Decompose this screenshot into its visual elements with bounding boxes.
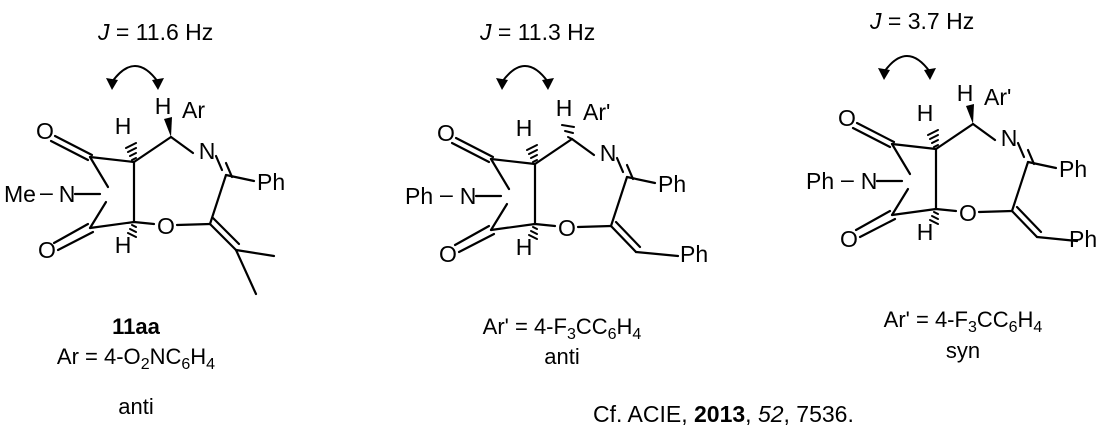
- coupling-constant-2: J = 11.3 Hz: [479, 19, 595, 45]
- stereo-label-2: anti: [544, 344, 579, 369]
- atom-o-2c: O: [558, 215, 576, 241]
- amidine-sub-1: Ph: [257, 169, 285, 195]
- structure-3-bonds: [851, 121, 1079, 243]
- atom-h-2b: H: [516, 234, 533, 260]
- atom-o-3c: O: [959, 200, 977, 226]
- atom-o-1a: O: [36, 118, 54, 144]
- arrowhead-2b: [542, 78, 554, 90]
- hash-bond-2b: [526, 144, 538, 163]
- atom-n-1b: N: [199, 138, 216, 164]
- coupling-constant-1: J = 11.6 Hz: [97, 19, 213, 45]
- arrowhead-3b: [924, 68, 936, 80]
- bond-dash-3: –: [841, 166, 854, 192]
- ar-label-2: Ar': [583, 99, 610, 125]
- descriptor-3: Ar' = 4-F3CC6H4: [884, 307, 1043, 336]
- atom-o-2b: O: [439, 241, 457, 267]
- atom-n-2a: N: [460, 183, 477, 209]
- atom-o-1c: O: [157, 213, 175, 239]
- stereo-label-3: syn: [946, 338, 980, 363]
- arrowhead-1a: [106, 78, 118, 90]
- wedge-bond-1: [164, 117, 172, 137]
- wedge-bond-3: [966, 104, 974, 124]
- alkylidene-sub-3: Ph: [1069, 226, 1097, 252]
- amidine-sub-3: Ph: [1059, 156, 1087, 182]
- compound-2: J = 11.3 Hz: [405, 19, 708, 369]
- compound-11aa: J = 11.6 Hz: [4, 19, 285, 419]
- hash-bond-3a: [927, 129, 939, 148]
- atom-h-2c: H: [556, 95, 573, 121]
- coupling-arrow-2: [501, 65, 549, 83]
- ar-label-1: Ar: [182, 97, 205, 123]
- atom-h-1b: H: [115, 232, 132, 258]
- ar-label-3: Ar': [984, 84, 1011, 110]
- hash-bond-2a: [561, 124, 575, 140]
- descriptor-1: Ar = 4-O2NC6H4: [57, 344, 215, 373]
- arrowhead-2a: [496, 78, 508, 90]
- arrowhead-1b: [152, 78, 164, 90]
- alkylidene-sub-2: Ph: [680, 241, 708, 267]
- atom-h-3b: H: [917, 219, 934, 245]
- atom-o-2a: O: [437, 120, 455, 146]
- structure-2-bonds: [450, 136, 680, 258]
- arrowhead-3a: [878, 68, 890, 80]
- compound-3: J = 3.7 Hz: [806, 8, 1097, 363]
- atom-o-3b: O: [840, 226, 858, 252]
- coupling-arrow-1: [111, 65, 159, 83]
- atom-n-3a: N: [861, 168, 878, 194]
- bond-dash-1: –: [40, 179, 53, 205]
- structure-1-bonds: [49, 134, 276, 296]
- atom-h-3a: H: [917, 100, 934, 126]
- hash-bond-3b: [929, 211, 939, 225]
- n-substituent-2: Ph: [405, 183, 433, 209]
- citation: Cf. ACIE, 2013, 52, 7536.: [593, 401, 854, 427]
- atom-h-1a: H: [115, 113, 132, 139]
- n-substituent-1: Me: [4, 181, 36, 207]
- amidine-sub-2: Ph: [658, 171, 686, 197]
- n-substituent-3: Ph: [806, 168, 834, 194]
- atom-h-3c: H: [957, 80, 974, 106]
- atom-n-1a: N: [59, 181, 76, 207]
- hash-bond-2c: [528, 226, 538, 240]
- atom-n-2b: N: [600, 140, 617, 166]
- atom-h-2a: H: [516, 115, 533, 141]
- bond-dash-2: –: [440, 181, 453, 207]
- atom-n-3b: N: [1001, 125, 1018, 151]
- atom-h-1c: H: [155, 93, 172, 119]
- atom-o-1b: O: [38, 237, 56, 263]
- hash-bond-1a: [125, 142, 137, 161]
- atom-o-3a: O: [838, 105, 856, 131]
- coupling-constant-3: J = 3.7 Hz: [869, 8, 974, 34]
- compound-number-1: 11aa: [112, 314, 160, 339]
- hash-bond-1b: [127, 224, 137, 238]
- coupling-arrow-3: [883, 55, 931, 73]
- descriptor-2: Ar' = 4-F3CC6H4: [483, 314, 642, 343]
- stereo-label-1: anti: [118, 394, 153, 419]
